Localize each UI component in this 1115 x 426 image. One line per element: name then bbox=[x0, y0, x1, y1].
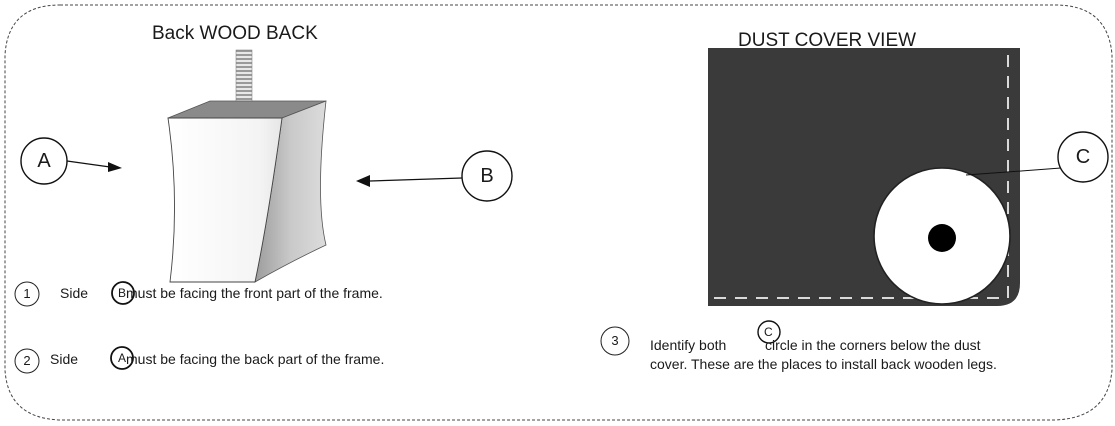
step3-number: 3 bbox=[611, 333, 619, 348]
step3-letter-circle bbox=[757, 320, 781, 344]
step2-circle bbox=[14, 348, 40, 374]
callout-c-label: C bbox=[1075, 146, 1091, 168]
step3-text-line2: cover. These are the places to install b… bbox=[650, 356, 997, 372]
right-title: DUST COVER VIEW bbox=[738, 30, 917, 51]
step3-letter: C bbox=[764, 325, 773, 339]
step2-text: must be facing the back part of the fram… bbox=[126, 351, 385, 367]
step1-letter: B bbox=[118, 286, 127, 300]
step3-text-line1: circle in the corners below the dust bbox=[765, 337, 981, 353]
callout-b-circle bbox=[461, 150, 513, 202]
step2-letter-circle bbox=[110, 346, 134, 370]
step1-side-label: Side bbox=[60, 285, 89, 301]
step2-letter: A bbox=[118, 351, 127, 365]
step1-text: must be facing the front part of the fra… bbox=[126, 285, 383, 301]
step2-side-label: Side bbox=[50, 351, 79, 367]
step2-number: 2 bbox=[23, 353, 31, 368]
callout-a-arrow bbox=[66, 160, 111, 168]
step1-circle bbox=[14, 281, 40, 307]
callout-b-arrow bbox=[369, 177, 463, 182]
callout-b-label: B bbox=[480, 165, 494, 187]
dashed-border bbox=[4, 4, 1113, 421]
step1-number: 1 bbox=[23, 286, 31, 301]
callout-a-label: A bbox=[37, 150, 51, 172]
callout-b-arrowhead bbox=[356, 175, 370, 187]
step1-letter-circle bbox=[111, 281, 135, 305]
leg-front-face bbox=[167, 117, 283, 283]
left-title: Back WOOD BACK bbox=[152, 23, 318, 44]
step3-identify: Identify both bbox=[650, 337, 727, 353]
callout-c-circle bbox=[1057, 131, 1109, 183]
callout-a-arrowhead bbox=[108, 162, 122, 172]
step3-circle bbox=[600, 326, 630, 356]
mount-hole-dot bbox=[928, 224, 956, 252]
callout-c-line bbox=[965, 167, 1062, 176]
